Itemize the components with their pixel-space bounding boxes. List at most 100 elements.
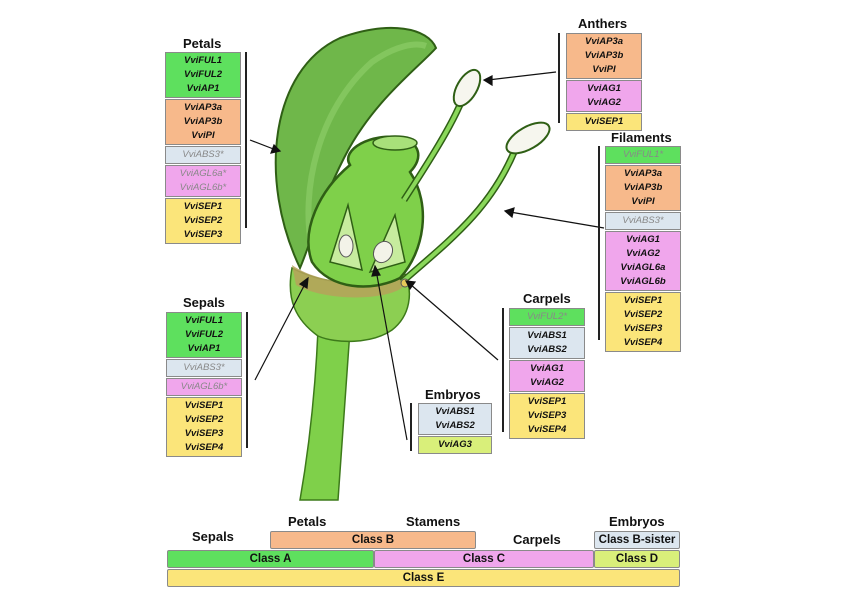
- gene-label: VviFUL2: [184, 329, 223, 340]
- gene-group-classC: VviAGL6a* VviAGL6b*: [165, 165, 241, 197]
- gene-label: VviFUL1: [183, 55, 222, 66]
- gene-label: VviFUL1*: [622, 149, 664, 160]
- bracket-line: [245, 52, 247, 228]
- gene-label: VviSEP4: [623, 337, 663, 348]
- gene-label: VviAG3: [438, 439, 472, 450]
- gene-label: VviSEP3: [183, 229, 223, 240]
- gene-label: VviAGL6b*: [180, 381, 228, 392]
- bracket-line: [558, 33, 560, 123]
- gene-label: VviABS3*: [183, 362, 225, 373]
- model-organ-stamens: Stamens: [406, 514, 461, 529]
- gene-label: VviAP3b: [584, 50, 624, 61]
- gene-label: VviAG2: [626, 248, 660, 259]
- gene-label: VviFUL2*: [526, 311, 568, 322]
- gene-label: VviAG1: [587, 83, 621, 94]
- gene-label: VviSEP2: [183, 215, 223, 226]
- gene-label: VviAP1: [187, 343, 221, 354]
- gene-label: VviABS2: [435, 420, 475, 431]
- gene-label: VviSEP1: [623, 295, 663, 306]
- gene-group-classE: VviSEP1: [566, 113, 642, 131]
- panel-title-petals: Petals: [183, 36, 222, 51]
- gene-label: VviAG2: [530, 377, 564, 388]
- anther-upper: [452, 68, 482, 108]
- gene-label: VviPI: [631, 196, 655, 207]
- gene-label: VviSEP1: [584, 116, 624, 127]
- class-a-bar: Class A: [167, 550, 374, 568]
- bracket-line: [410, 403, 412, 451]
- class-b-sister-bar: Class B-sister: [594, 531, 680, 549]
- gene-label: VviPI: [191, 130, 215, 141]
- gene-label: VviSEP2: [623, 309, 663, 320]
- gene-label: VviPI: [592, 64, 616, 75]
- bracket-line: [502, 308, 504, 432]
- gene-label: VviSEP1: [183, 201, 223, 212]
- bracket-line: [246, 312, 248, 448]
- gene-label: VviAGL6a*: [179, 168, 227, 179]
- gene-group-classA: VviFUL1*: [605, 146, 681, 164]
- class-d-bar: Class D: [594, 550, 680, 568]
- gene-group-bsister: VviABS3*: [605, 212, 681, 230]
- gene-label: VviSEP4: [184, 442, 224, 453]
- flower-stem: [299, 329, 351, 501]
- gene-label: VviAG1: [530, 363, 564, 374]
- gene-label: VviSEP3: [623, 323, 663, 334]
- class-b-bar: Class B: [270, 531, 476, 549]
- gene-label: VviAP1: [186, 83, 220, 94]
- panel-title-embryos: Embryos: [425, 387, 481, 402]
- gene-label: VviSEP1: [184, 400, 224, 411]
- gene-label: VviAP3a: [584, 36, 624, 47]
- model-organ-embryos: Embryos: [609, 514, 665, 529]
- gene-label: VviAGL6b: [620, 276, 666, 287]
- gene-label: VviAP3b: [183, 116, 223, 127]
- gene-label: VviAGL6b*: [179, 182, 227, 193]
- gene-label: VviAP3a: [183, 102, 223, 113]
- class-c-bar: Class C: [374, 550, 594, 568]
- gene-label: VviAP3b: [623, 182, 663, 193]
- bracket-line: [598, 146, 600, 340]
- gene-label: VviFUL1: [184, 315, 223, 326]
- gene-label: VviSEP1: [527, 396, 567, 407]
- gene-label: VviFUL2: [183, 69, 222, 80]
- gene-label: VviABS3*: [182, 149, 224, 160]
- gene-group-bsister: VviABS3*: [165, 146, 241, 164]
- panel-title-anthers: Anthers: [578, 16, 628, 31]
- gene-group-classD: VviAG3: [418, 436, 492, 454]
- panel-title-filaments: Filaments: [611, 130, 672, 145]
- gene-label: VviAG2: [587, 97, 621, 108]
- gene-label: VviSEP4: [527, 424, 567, 435]
- gene-label: VviABS2: [527, 344, 567, 355]
- gene-label: VviABS1: [527, 330, 567, 341]
- gene-label: VviAP3a: [623, 168, 663, 179]
- model-organ-sepals: Sepals: [192, 529, 234, 544]
- gene-label: VviAG1: [626, 234, 660, 245]
- gene-group-bsister: VviABS3*: [166, 359, 242, 377]
- gene-group-classA: VviFUL2*: [509, 308, 585, 326]
- anther-lower: [505, 121, 551, 155]
- gene-label: VviSEP3: [184, 428, 224, 439]
- gene-label: VviABS3*: [622, 215, 664, 226]
- panel-title-sepals: Sepals: [183, 295, 225, 310]
- gene-label: VviAGL6a: [620, 262, 666, 273]
- class-e-bar: Class E: [167, 569, 680, 587]
- panel-title-carpels: Carpels: [523, 291, 571, 306]
